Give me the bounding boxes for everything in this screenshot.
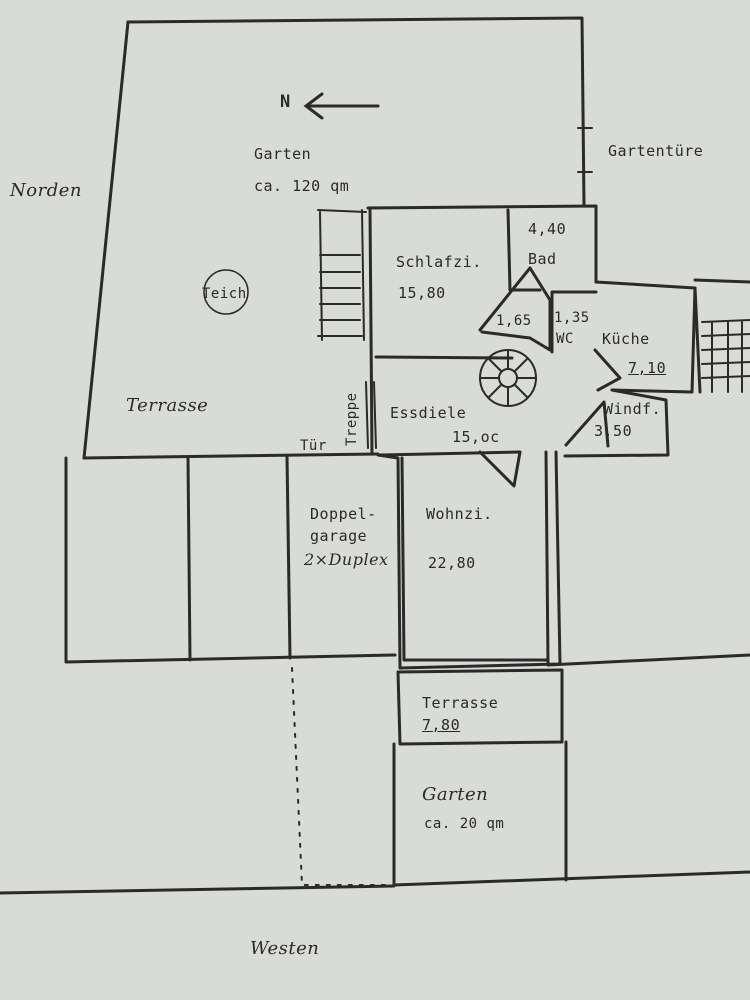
garage-divider-1 xyxy=(186,456,192,662)
bedroom-west-wall xyxy=(368,208,374,456)
dining-arrow xyxy=(478,450,522,488)
kitchen-area: 7,10 xyxy=(628,359,667,377)
vestibule-name: Windf. xyxy=(604,400,662,418)
terrace-left-label: Terrasse xyxy=(126,395,209,416)
kitchen-walls xyxy=(594,280,697,394)
vestibule-arrow xyxy=(564,400,610,448)
bedroom-south-wall xyxy=(374,355,514,360)
garage-label-line3: 2×Duplex xyxy=(304,550,389,569)
bedroom-area: 15,80 xyxy=(398,284,446,302)
terrace-bottom-box xyxy=(396,668,564,746)
garden-west-edge xyxy=(82,20,130,460)
garden-gate-mark xyxy=(577,127,593,173)
garage-label-line2: garage xyxy=(310,527,368,545)
north-symbol: N xyxy=(280,92,291,112)
spiral-stair-icon xyxy=(479,349,537,407)
garage-label-line1: Doppel- xyxy=(310,505,377,523)
garden-gate-label: Gartentüre xyxy=(608,142,704,160)
living-inner-wall xyxy=(400,456,550,662)
living-area: 22,80 xyxy=(428,554,476,572)
garage-block xyxy=(64,456,397,664)
dining-south-wall xyxy=(378,450,522,457)
west-boundary-line xyxy=(0,884,396,895)
vestibule-area: 3.50 xyxy=(594,422,633,440)
treppe-bar xyxy=(365,381,377,449)
direction-north-label: Norden xyxy=(10,180,82,201)
garden-dotted xyxy=(291,667,393,886)
north-arrow xyxy=(303,92,380,120)
garden-top-name: Garten xyxy=(254,145,312,163)
building-top-line xyxy=(82,452,380,460)
east-stair xyxy=(701,319,750,393)
living-name: Wohnzi. xyxy=(426,505,493,523)
hall-arrow xyxy=(478,266,552,352)
terrace-bottom-area: 7,80 xyxy=(422,716,461,734)
bath-wall xyxy=(506,208,542,292)
stairs-label: Treppe xyxy=(344,392,360,446)
bedroom-walls xyxy=(366,204,598,284)
east-wing xyxy=(693,278,750,394)
bath-area: 4,40 xyxy=(528,220,567,238)
garage-divider-2 xyxy=(285,454,292,660)
pond-circle xyxy=(203,269,249,315)
garden-boundary xyxy=(126,16,586,207)
bath-name: Bad xyxy=(528,250,557,268)
garden-bottom-box xyxy=(392,742,750,887)
pond-label: Teich xyxy=(202,286,247,302)
garden-bottom-area: ca. 20 qm xyxy=(424,816,505,832)
bedroom-name: Schlafzi. xyxy=(396,253,482,271)
dining-name: Essdiele xyxy=(390,404,467,422)
kitchen-name: Küche xyxy=(602,330,650,348)
door-label: Tür xyxy=(300,438,327,454)
terrace-bottom-name: Terrasse xyxy=(422,694,499,712)
kitchen-arrow xyxy=(593,348,622,392)
garden-bottom-name: Garten xyxy=(422,784,489,805)
dining-area: 15,oc xyxy=(452,428,500,446)
living-walls xyxy=(376,450,562,670)
vestibule-walls xyxy=(563,388,670,458)
direction-west-label: Westen xyxy=(250,938,320,959)
hall-small-area: 1,65 xyxy=(496,313,532,329)
east-long-line xyxy=(544,450,750,667)
wc-name: WC xyxy=(556,331,574,347)
outside-stair xyxy=(317,209,367,341)
garden-top-area: ca. 120 qm xyxy=(254,177,350,195)
wc-wall xyxy=(550,290,598,354)
wc-area: 1,35 xyxy=(554,310,590,326)
